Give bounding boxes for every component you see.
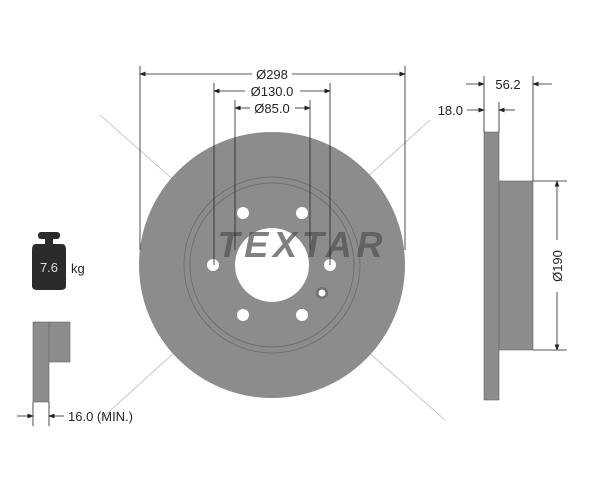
- hat-diameter-label: Ø190: [550, 250, 565, 282]
- disc-side-view: [483, 131, 534, 401]
- disc-front-view: TEXTAR: [139, 132, 405, 398]
- min-thickness-section: [32, 321, 71, 403]
- thickness-label: 18.0: [438, 103, 463, 118]
- total-height-label: 56.2: [495, 77, 520, 92]
- bolt-circle-label: Ø130.0: [251, 84, 294, 99]
- outer-diameter-label: Ø298: [256, 67, 288, 82]
- front-dimensions: [139, 66, 406, 265]
- center-bore-label: Ø85.0: [254, 101, 289, 116]
- side-dimensions: [466, 76, 567, 351]
- min-thickness-label: 16.0 (MIN.): [68, 409, 133, 424]
- bolt-holes: [207, 207, 336, 321]
- min-thickness-dimension: [17, 402, 64, 426]
- weight-icon: [32, 232, 66, 290]
- weight-unit: kg: [71, 261, 85, 276]
- center-bore: [235, 228, 309, 302]
- weight-value: 7.6: [40, 260, 58, 275]
